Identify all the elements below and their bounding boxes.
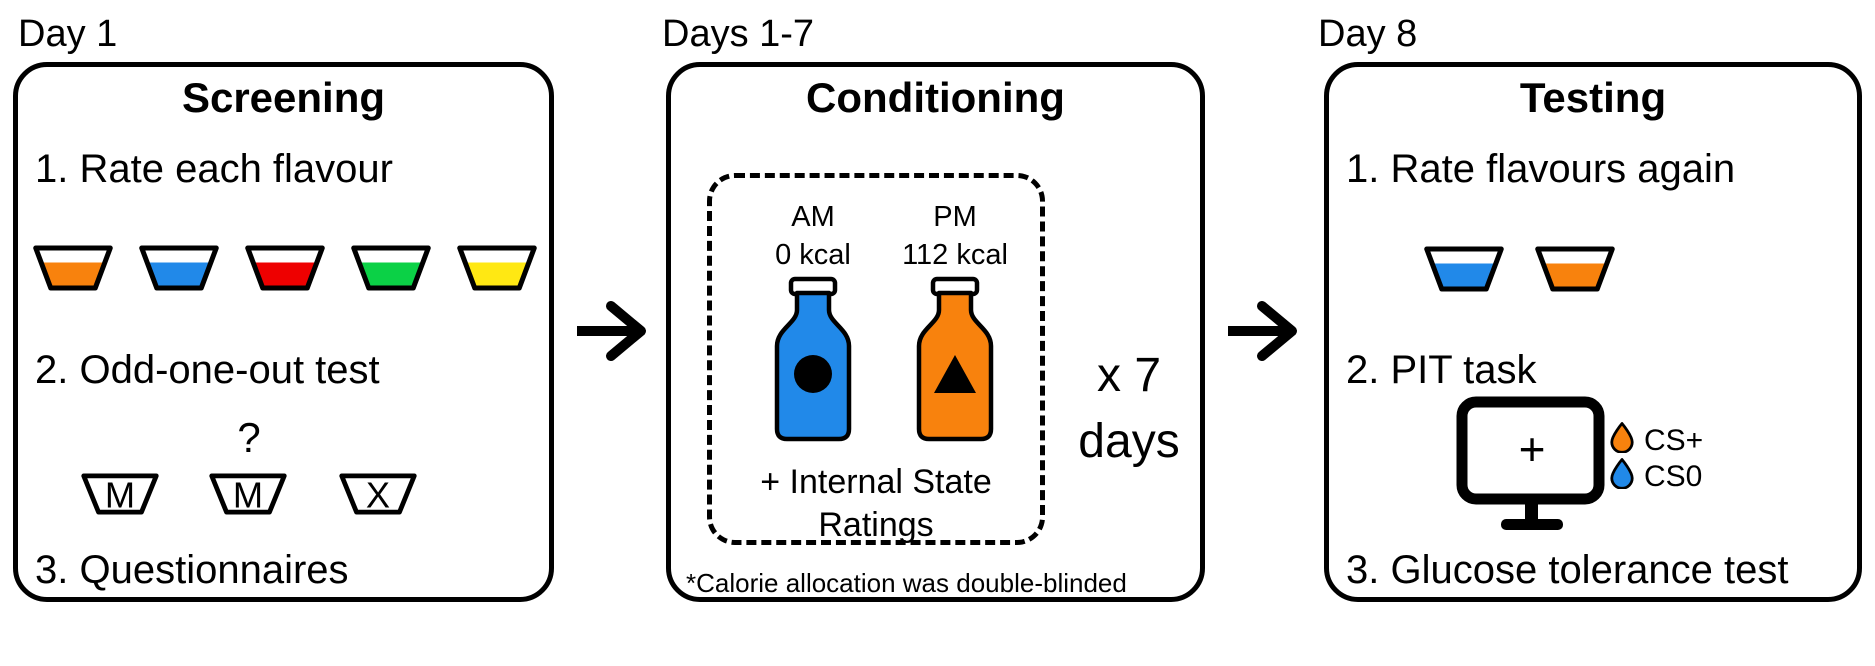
conditioning-panel: Conditioning AM 0 kcal PM 112 kcal xyxy=(666,62,1205,602)
cup-blue-icon xyxy=(1424,246,1504,292)
arrow-right-icon xyxy=(577,301,646,361)
screening-title: Screening xyxy=(181,74,386,121)
testing-step-3: 3. Glucose tolerance test xyxy=(1346,548,1789,592)
svg-text:X: X xyxy=(366,474,390,515)
cup-blue-icon xyxy=(139,245,219,291)
cs0-label: CS0 xyxy=(1644,460,1703,493)
cs-plus-label: CS+ xyxy=(1644,424,1704,457)
screening-step-3: 3. Questionnaires xyxy=(35,548,349,592)
screening-panel: Screening 1. Rate each flavour xyxy=(13,62,554,602)
am-kcal-label: 0 kcal xyxy=(775,239,851,271)
testing-day-label: Day 8 xyxy=(1318,13,1418,55)
monitor-icon: + xyxy=(1456,396,1605,530)
pm-kcal-label: 112 kcal xyxy=(902,239,1008,271)
cup-orange-icon xyxy=(1535,246,1615,292)
triangle-symbol-icon xyxy=(934,355,976,393)
bottle-orange-triangle-icon xyxy=(916,276,994,442)
testing-step-1: 1. Rate flavours again xyxy=(1346,147,1736,191)
screening-day-label: Day 1 xyxy=(18,13,118,55)
am-time-label: AM xyxy=(791,201,835,233)
cup-green-icon xyxy=(351,245,431,291)
conditioning-protocol-box: AM 0 kcal PM 112 kcal + Internal Sta xyxy=(707,173,1045,545)
odd-cup-m2-icon: M xyxy=(209,473,287,515)
cup-red-icon xyxy=(245,245,325,291)
fixation-cross: + xyxy=(1519,423,1546,475)
screening-step-1: 1. Rate each flavour xyxy=(35,147,393,191)
arrow-right-icon xyxy=(1228,301,1297,361)
odd-cup-x-icon: X xyxy=(339,473,417,515)
screening-step-2: 2. Odd-one-out test xyxy=(35,348,380,392)
testing-panel: Testing 1. Rate flavours again 2. PIT ta… xyxy=(1324,62,1862,602)
svg-text:M: M xyxy=(105,474,135,515)
pm-bottle-group: PM 112 kcal xyxy=(880,198,1030,444)
testing-step-2: 2. PIT task xyxy=(1346,348,1537,392)
circle-symbol-icon xyxy=(794,355,832,393)
calorie-footnote: *Calorie allocation was double-blinded xyxy=(686,568,1127,598)
internal-state-ratings-label: + Internal State Ratings xyxy=(760,463,992,544)
am-bottle-group: AM 0 kcal xyxy=(738,198,888,444)
cs-plus-droplet-icon xyxy=(1610,422,1634,453)
repeat-count-label: x 7 days xyxy=(1078,349,1180,468)
cs0-droplet-icon xyxy=(1610,458,1634,489)
bottle-blue-circle-icon xyxy=(774,276,852,442)
testing-title: Testing xyxy=(1519,74,1667,121)
svg-text:M: M xyxy=(233,474,263,515)
odd-one-out-question-mark: ? xyxy=(237,414,261,461)
pm-time-label: PM xyxy=(933,201,977,233)
conditioning-title: Conditioning xyxy=(806,74,1065,121)
cup-orange-icon xyxy=(33,245,113,291)
cup-yellow-icon xyxy=(457,245,537,291)
conditioning-day-label: Days 1-7 xyxy=(662,13,815,55)
odd-cup-m1-icon: M xyxy=(81,473,159,515)
